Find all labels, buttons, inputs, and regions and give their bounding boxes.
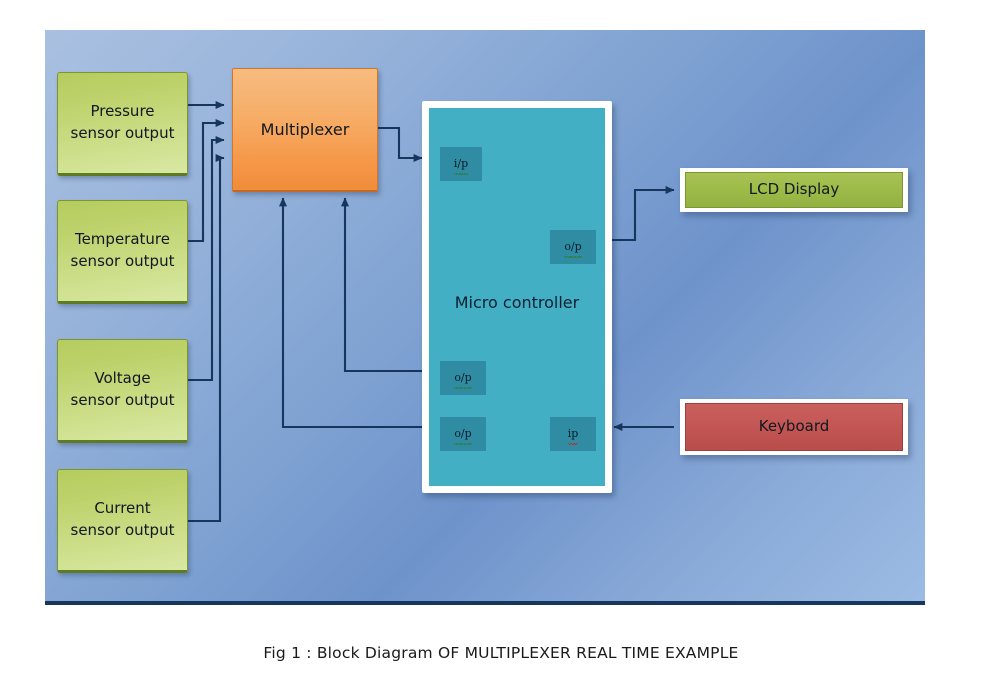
mcu-port-input-keyboard[interactable]: ip [550,417,596,451]
sensor-label-line2: sensor output [70,124,175,142]
mcu-port-label: o/p [454,371,473,389]
mcu-port-label: i/p [453,157,469,175]
microcontroller-box[interactable]: Micro controller i/p o/p o/p o/p ip [422,101,612,493]
mcu-port-label: ip [567,427,579,445]
figure-caption: Fig 1 : Block Diagram OF MULTIPLEXER REA… [263,644,739,662]
sensor-box-current[interactable]: Current sensor output [57,469,188,573]
lcd-display-label: LCD Display [748,180,840,199]
mcu-port-input-top[interactable]: i/p [440,147,482,181]
mcu-port-output-mux-1[interactable]: o/p [440,361,486,395]
mcu-port-output-mux-2[interactable]: o/p [440,417,486,451]
sensor-label-line1: Pressure [90,102,155,121]
lcd-display-body: LCD Display [685,172,903,208]
sensor-box-voltage[interactable]: Voltage sensor output [57,339,188,443]
mcu-port-output-lcd[interactable]: o/p [550,230,596,264]
sensor-label-line2: sensor output [70,521,175,539]
multiplexer-label: Multiplexer [260,119,350,139]
sensor-label-line1: Current [94,499,151,518]
sensor-label-line1: Voltage [94,369,151,388]
keyboard-box[interactable]: Keyboard [680,399,908,455]
sensor-label-line2: sensor output [70,252,175,270]
lcd-display-box[interactable]: LCD Display [680,168,908,212]
sensor-label-line1: Temperature [74,230,170,249]
sensor-label-line2: sensor output [70,391,175,409]
sensor-box-pressure[interactable]: Pressure sensor output [57,72,188,176]
keyboard-body: Keyboard [685,403,903,451]
microcontroller-label: Micro controller [454,293,580,313]
multiplexer-box[interactable]: Multiplexer [232,68,378,192]
mcu-port-label: o/p [454,427,473,445]
mcu-port-label: o/p [564,240,583,258]
sensor-box-temperature[interactable]: Temperature sensor output [57,200,188,304]
microcontroller-body: Micro controller i/p o/p o/p o/p ip [429,108,605,486]
keyboard-label: Keyboard [758,417,830,436]
